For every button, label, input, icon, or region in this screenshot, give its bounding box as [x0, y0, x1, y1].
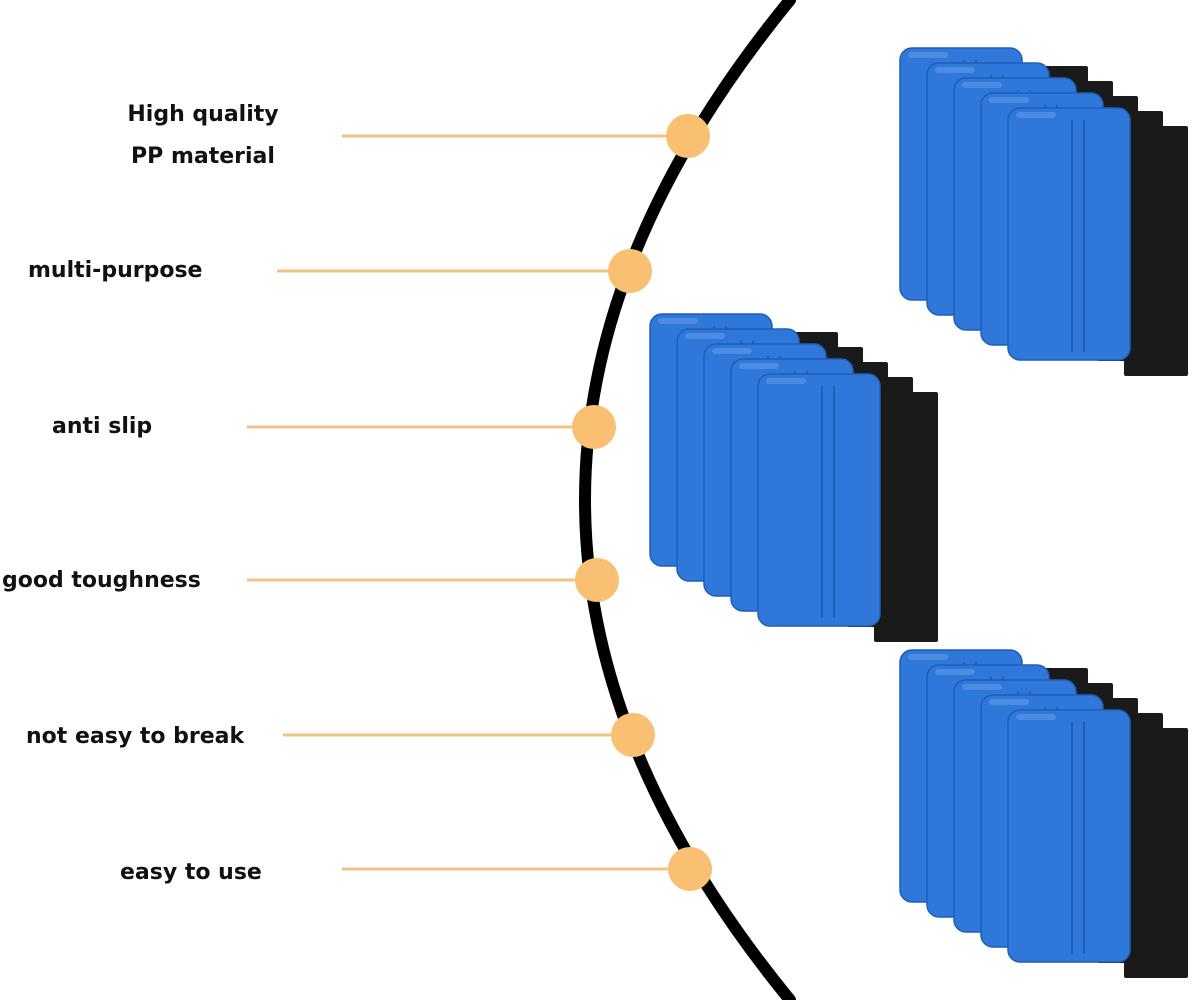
feature-label-anti-slip: anti slip	[52, 406, 152, 448]
squeegee-body	[1007, 709, 1131, 963]
squeegee-highlight	[658, 318, 698, 324]
squeegee-highlight	[962, 82, 1002, 88]
feature-text-line: multi-purpose	[28, 258, 203, 283]
feature-text-line: not easy to break	[26, 724, 245, 749]
marker-dot-easy-to-use	[668, 847, 712, 891]
squeegee-highlight	[989, 699, 1029, 705]
squeegee-highlight	[908, 52, 948, 58]
felt-edge-squeegee-icon	[1007, 107, 1188, 376]
squeegee-highlight	[739, 363, 779, 369]
marker-dot-high-quality-pp	[666, 114, 710, 158]
squeegee-highlight	[685, 333, 725, 339]
marker-dot-anti-slip	[572, 405, 616, 449]
squeegee-body	[757, 373, 881, 627]
product-image	[649, 47, 1188, 978]
felt-strip	[1124, 126, 1188, 376]
feature-markers	[572, 114, 712, 891]
squeegee-stack-2	[649, 313, 938, 642]
marker-dot-not-easy-to-break	[611, 713, 655, 757]
feature-label-multi-purpose: multi-purpose	[28, 250, 202, 292]
felt-edge-squeegee-icon	[1007, 709, 1188, 978]
felt-strip	[1124, 728, 1188, 978]
squeegee-highlight	[989, 97, 1029, 103]
felt-edge-squeegee-icon	[757, 373, 938, 642]
feature-label-high-quality-pp: High quality PP material	[120, 94, 286, 178]
felt-strip	[874, 392, 938, 642]
squeegee-highlight	[962, 684, 1002, 690]
squeegee-highlight	[1016, 112, 1056, 118]
marker-dot-good-toughness	[575, 558, 619, 602]
marker-dot-multi-purpose	[608, 249, 652, 293]
feature-label-good-toughness: good toughness	[2, 560, 201, 602]
feature-text-line: good toughness	[2, 568, 201, 593]
feature-text-line: easy to use	[120, 860, 262, 885]
feature-connectors	[247, 134, 690, 871]
feature-text-line: anti slip	[52, 414, 153, 439]
squeegee-highlight	[766, 378, 806, 384]
squeegee-body	[1007, 107, 1131, 361]
squeegee-highlight	[935, 669, 975, 675]
squeegee-highlight	[908, 654, 948, 660]
squeegee-stack-1	[899, 47, 1188, 376]
feature-label-not-easy-to-break: not easy to break	[26, 716, 244, 758]
squeegee-highlight	[1016, 714, 1056, 720]
feature-text-line: PP material	[131, 144, 275, 169]
squeegee-stack-3	[899, 649, 1188, 978]
squeegee-highlight	[712, 348, 752, 354]
feature-label-easy-to-use: easy to use	[120, 852, 262, 894]
feature-text-line: High quality	[127, 102, 279, 127]
squeegee-highlight	[935, 67, 975, 73]
